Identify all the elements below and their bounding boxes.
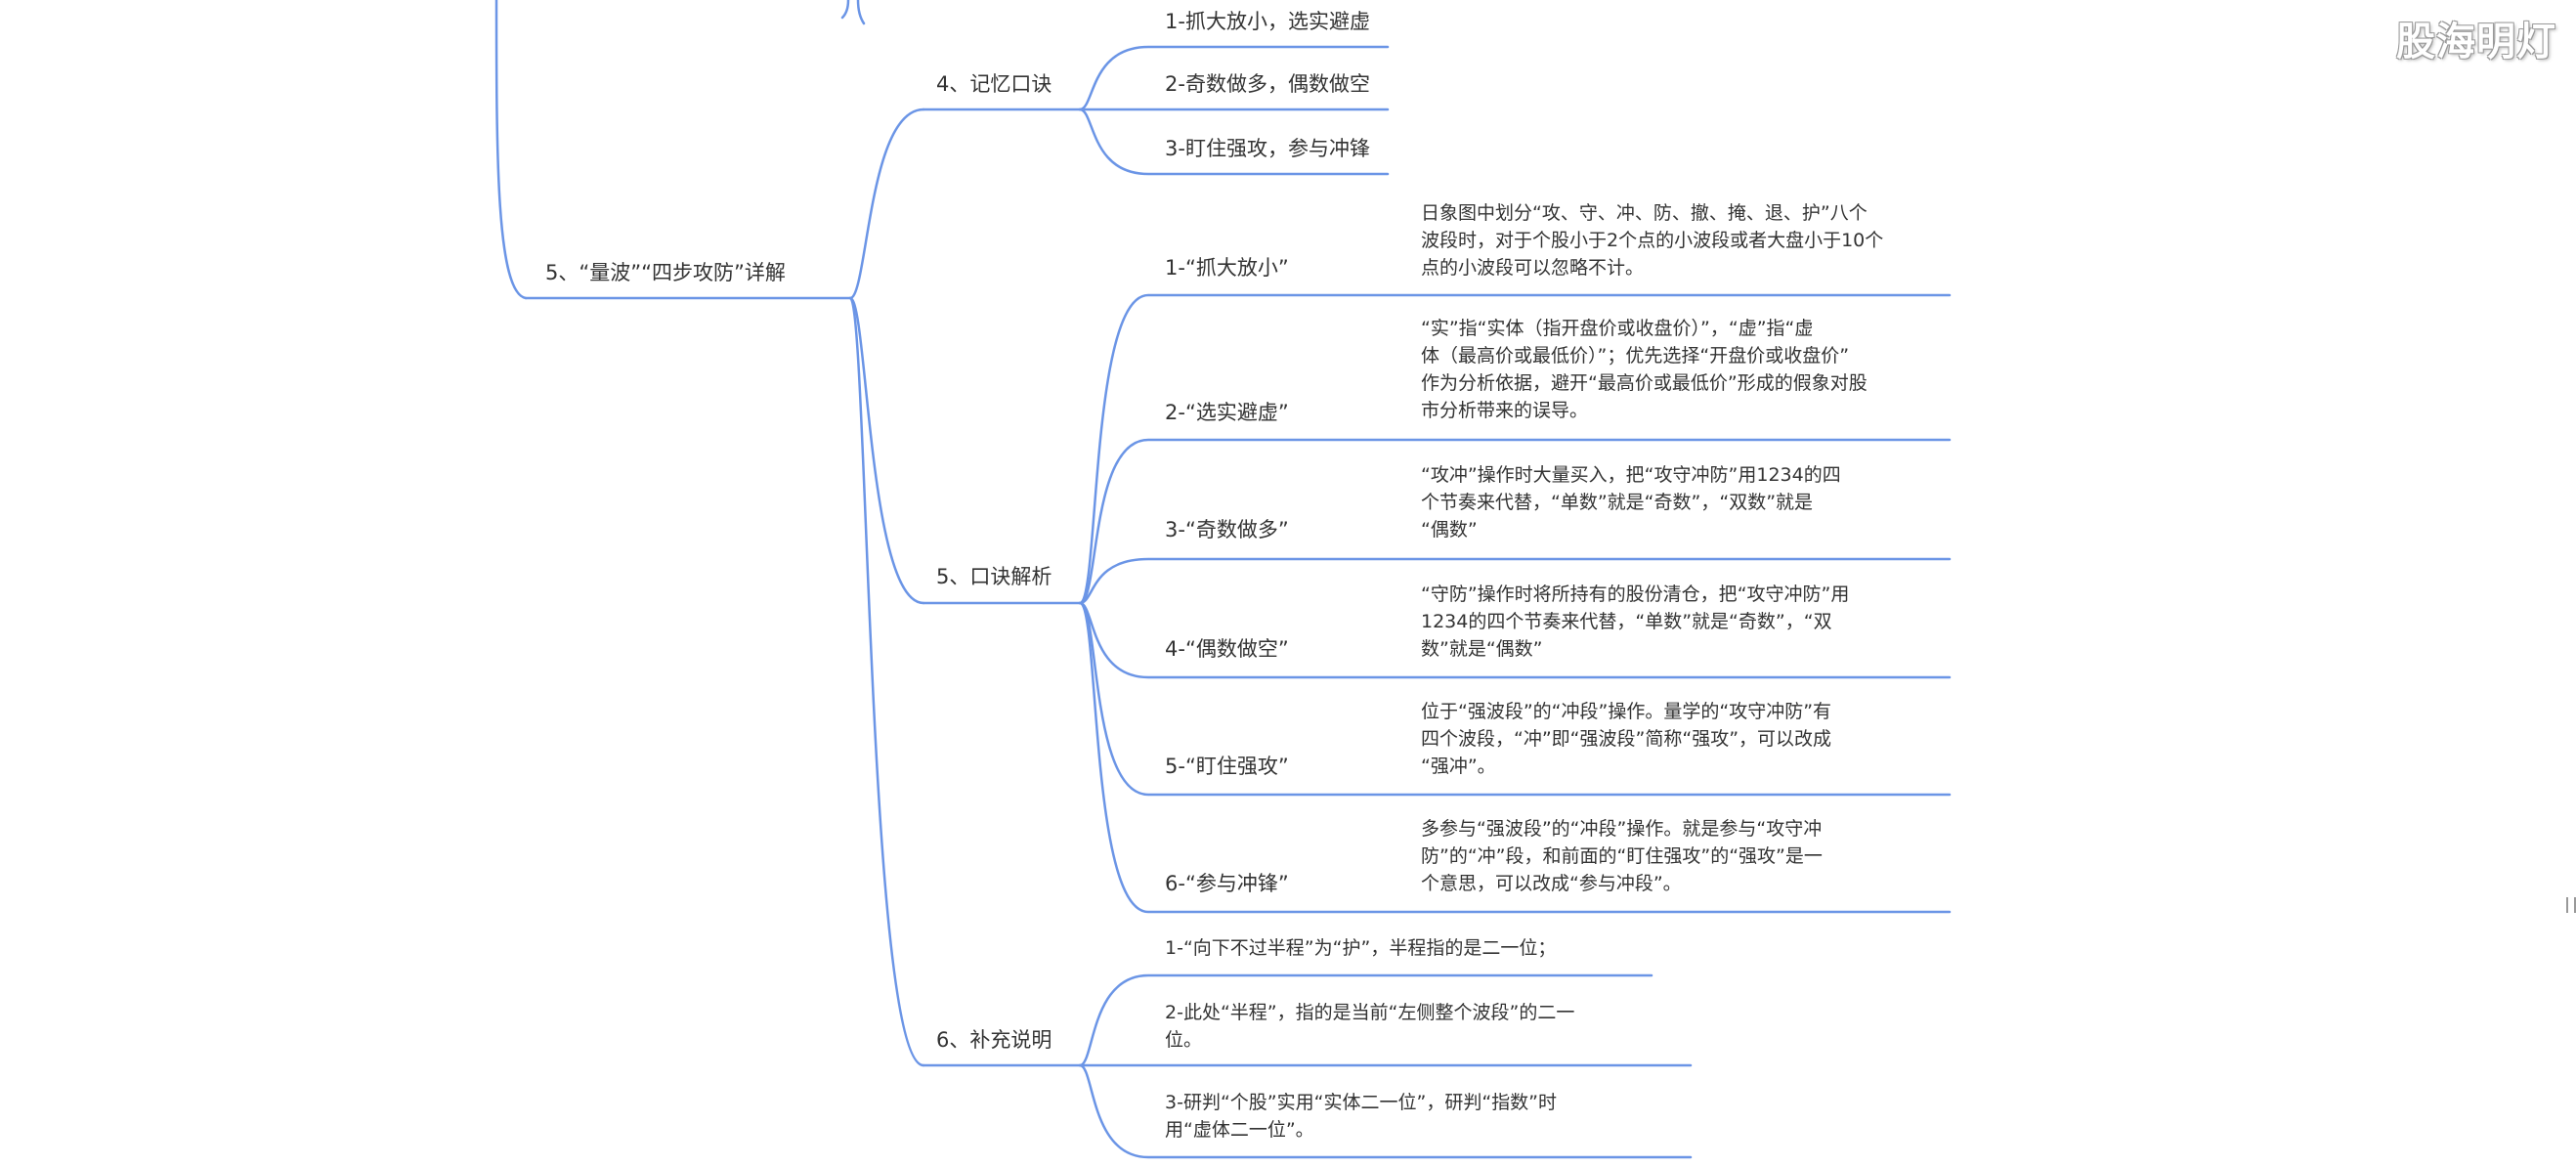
desc-line: “守防”操作时将所持有的股份清仓，把“攻守冲防”用 [1421, 584, 1850, 605]
connector-topic-b6 [848, 296, 925, 1067]
topic-node[interactable]: 5、“量波”“四步攻防”详解 [545, 261, 786, 284]
analysis-desc-2: “实”指“实体（指开盘价或收盘价）”，“虚”指“虚 体（最高价或最低价）”；优先… [1421, 315, 1868, 424]
analysis-item-5[interactable]: 5-“盯住强攻” [1165, 755, 1289, 778]
connector-topic-b4 [848, 108, 925, 300]
supplement-line: 2-此处“半程”，指的是当前“左侧整个波段”的二一 [1165, 1002, 1575, 1023]
connector-top-right-b [856, 0, 866, 25]
analysis-item-3[interactable]: 3-“奇数做多” [1165, 518, 1289, 541]
supplement-line: 1-“向下不过半程”为“护”，半程指的是二一位； [1165, 937, 1557, 959]
resize-handle-icon[interactable] [2566, 897, 2576, 913]
connector-b4-c1 [1078, 45, 1390, 111]
desc-line: 体（最高价或最低价）”；优先选择“开盘价或收盘价” [1421, 345, 1850, 367]
connector-top-left [494, 0, 528, 300]
supplement-item-3[interactable]: 3-研判“个股”实用“实体二一位”，研判“指数”时 用“虚体二一位”。 [1165, 1089, 1557, 1144]
connector-b6-c1 [1078, 973, 1653, 1067]
desc-line: 数”就是“偶数” [1421, 638, 1543, 660]
analysis-item-1[interactable]: 1-“抓大放小” [1165, 256, 1289, 280]
analysis-item-2[interactable]: 2-“选实避虚” [1165, 401, 1289, 424]
connector-b5-c2 [1078, 438, 1952, 605]
connector-b5-c5 [1078, 601, 1952, 797]
supplement-line: 用“虚体二一位”。 [1165, 1119, 1314, 1141]
desc-line: 个意思，可以改成“参与冲段”。 [1421, 873, 1682, 894]
analysis-desc-6: 多参与“强波段”的“冲段”操作。就是参与“攻守冲 防”的“冲”段，和前面的“盯住… [1421, 815, 1823, 897]
connector-b5-c6 [1078, 601, 1952, 914]
analysis-desc-1: 日象图中划分“攻、守、冲、防、撤、掩、退、护”八个 波段时，对于个股小于2个点的… [1421, 199, 1883, 281]
formula-item-1[interactable]: 1-抓大放小，选实避虚 [1165, 10, 1370, 33]
desc-line: 位于“强波段”的“冲段”操作。量学的“攻守冲防”有 [1421, 701, 1832, 722]
desc-line: 防”的“冲”段，和前面的“盯住强攻”的“强攻”是一 [1421, 845, 1823, 867]
desc-line: “攻冲”操作时大量买入，把“攻守冲防”用1234的四 [1421, 464, 1841, 486]
supplement-line: 3-研判“个股”实用“实体二一位”，研判“指数”时 [1165, 1092, 1558, 1113]
formula-item-2[interactable]: 2-奇数做多，偶数做空 [1165, 72, 1370, 96]
connector-topic-b5 [848, 296, 925, 605]
supplement-item-2[interactable]: 2-此处“半程”，指的是当前“左侧整个波段”的二一 位。 [1165, 999, 1574, 1054]
connector-b5-c1 [1078, 293, 1952, 605]
connector-b4-c3 [1078, 108, 1390, 176]
formula-item-3[interactable]: 3-盯住强攻，参与冲锋 [1165, 137, 1370, 160]
analysis-desc-3: “攻冲”操作时大量买入，把“攻守冲防”用1234的四 个节奏来代替，“单数”就是… [1421, 461, 1841, 543]
desc-line: 波段时，对于个股小于2个点的小波段或者大盘小于10个 [1421, 230, 1884, 251]
supplement-item-1[interactable]: 1-“向下不过半程”为“护”，半程指的是二一位； [1165, 934, 1556, 962]
connector-b6-c3 [1078, 1063, 1693, 1159]
watermark-logo: 股海明灯 [2396, 20, 2556, 65]
connector-top-right-a [840, 0, 850, 20]
analysis-desc-4: “守防”操作时将所持有的股份清仓，把“攻守冲防”用 1234的四个节奏来代替，“… [1421, 581, 1849, 663]
analysis-item-6[interactable]: 6-“参与冲锋” [1165, 872, 1289, 895]
analysis-item-4[interactable]: 4-“偶数做空” [1165, 637, 1289, 661]
branch-memory-formula[interactable]: 4、记忆口诀 [936, 72, 1052, 96]
branch-formula-analysis[interactable]: 5、口诀解析 [936, 565, 1052, 588]
desc-line: 个节奏来代替，“单数”就是“奇数”，“双数”就是 [1421, 492, 1814, 513]
desc-line: 四个波段，“冲”即“强波段”简称“强攻”，可以改成 [1421, 728, 1832, 750]
desc-line: “实”指“实体（指开盘价或收盘价）”，“虚”指“虚 [1421, 318, 1814, 339]
desc-line: 作为分析依据，避开“最高价或最低价”形成的假象对股 [1421, 372, 1868, 394]
desc-line: 1234的四个节奏来代替，“单数”就是“奇数”，“双 [1421, 611, 1832, 632]
desc-line: “强冲”。 [1421, 756, 1496, 777]
branch-supplement[interactable]: 6、补充说明 [936, 1028, 1052, 1052]
desc-line: 多参与“强波段”的“冲段”操作。就是参与“攻守冲 [1421, 818, 1823, 840]
supplement-line: 位。 [1165, 1029, 1203, 1051]
desc-line: 市分析带来的误导。 [1421, 400, 1589, 421]
connector-b5-c3 [1078, 557, 1952, 605]
desc-line: 日象图中划分“攻、守、冲、防、撤、掩、退、护”八个 [1421, 202, 1868, 224]
desc-line: “偶数” [1421, 519, 1478, 540]
desc-line: 点的小波段可以忽略不计。 [1421, 257, 1645, 279]
analysis-desc-5: 位于“强波段”的“冲段”操作。量学的“攻守冲防”有 四个波段，“冲”即“强波段”… [1421, 698, 1831, 780]
